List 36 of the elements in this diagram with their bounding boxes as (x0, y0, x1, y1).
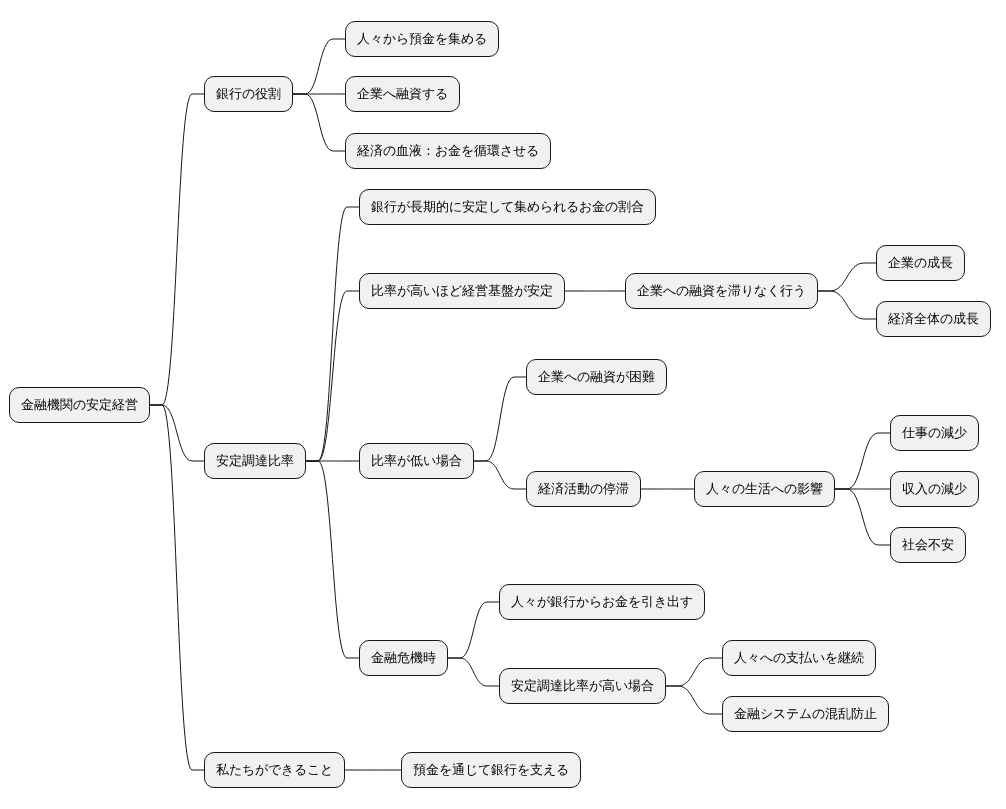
topic-box: 収入の減少 (890, 471, 979, 507)
connector-line (817, 290, 877, 320)
topic-box: 社会不安 (890, 527, 966, 563)
connector-line (640, 488, 695, 490)
topic-box: 私たちができること (204, 752, 345, 788)
topic-box: 経済全体の成長 (876, 301, 991, 337)
connector-line (149, 404, 205, 771)
topic-box: 企業へ融資する (345, 76, 460, 112)
topic-box: 金融システムの混乱防止 (722, 696, 889, 732)
connector-line (305, 460, 360, 659)
topic-box: 経済活動の停滞 (526, 471, 641, 507)
topic-box: 人々が銀行からお金を引き出す (499, 584, 705, 620)
topic-box: 銀行が長期的に安定して集められるお金の割合 (359, 189, 656, 225)
connector-line (564, 290, 626, 292)
topic-box: 企業への融資が困難 (526, 359, 667, 395)
topic-box: 預金を通じて銀行を支える (401, 752, 581, 788)
topic-box: 人々の生活への影響 (694, 471, 835, 507)
connector-line (665, 685, 723, 715)
connector-line (473, 460, 527, 490)
topic-box: 企業への融資を滞りなく行う (625, 273, 818, 309)
topic-box: 金融危機時 (359, 640, 448, 676)
topic-box: 比率が高いほど経営基盤が安定 (359, 273, 565, 309)
topic-box: 経済の血液：お金を循環させる (345, 133, 551, 169)
topic-box: 仕事の減少 (890, 415, 979, 451)
topic-box: 人々への支払いを継続 (722, 640, 876, 676)
topic-box: 企業の成長 (876, 245, 965, 281)
connector-line (447, 657, 500, 687)
topic-box: 金融機関の安定経営 (9, 387, 150, 423)
topic-box: 人々から預金を集める (345, 21, 499, 57)
connector-line (344, 769, 402, 771)
topic-box: 銀行の役割 (204, 76, 293, 112)
topic-box: 比率が低い場合 (359, 443, 474, 479)
topic-box: 安定調達比率 (204, 443, 306, 479)
connector-line (292, 93, 346, 152)
topic-box: 安定調達比率が高い場合 (499, 668, 666, 704)
connector-line (834, 488, 891, 546)
